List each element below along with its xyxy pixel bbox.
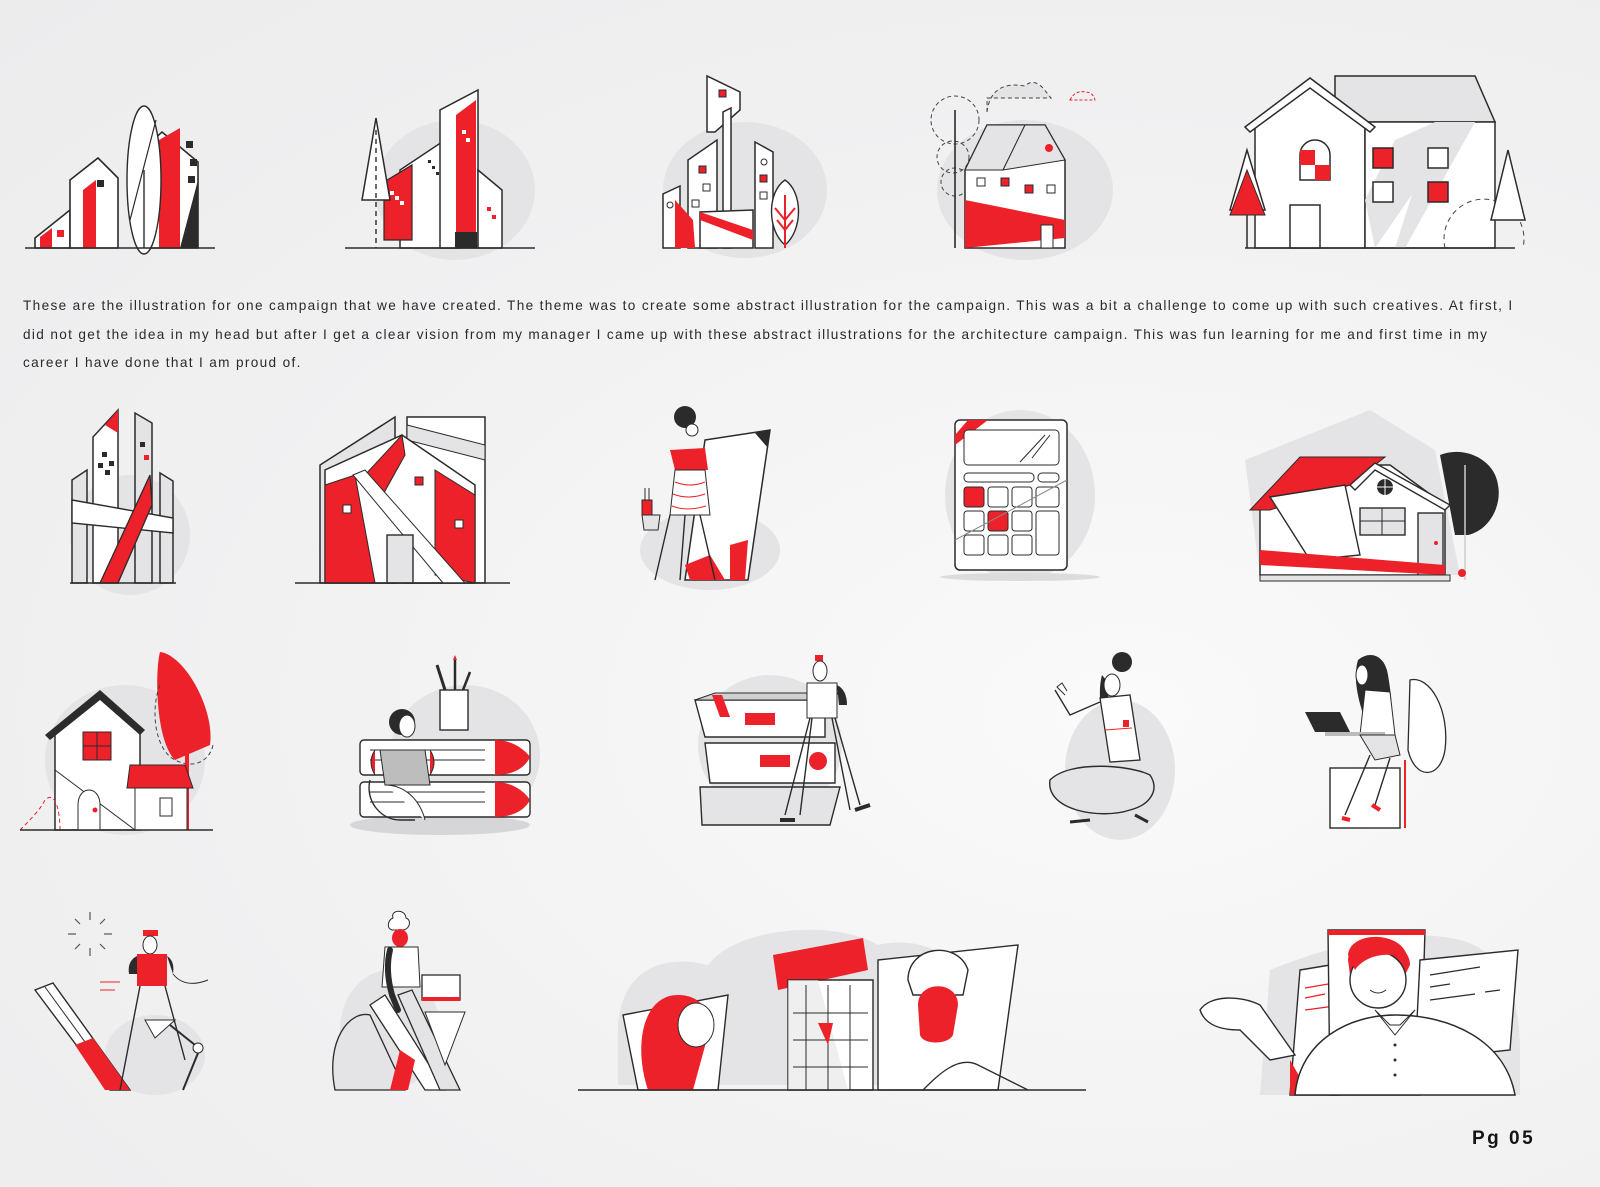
city-skyline-icon <box>25 105 215 255</box>
person-books-icon <box>350 655 540 835</box>
illustration-man-with-lamp <box>33 910 215 1095</box>
illustration-red-gabled-building <box>295 405 515 590</box>
angled-buildings-icon <box>345 88 535 260</box>
chef-monitor-icon <box>332 910 466 1091</box>
page-number: Pg 05 <box>1472 1128 1536 1149</box>
house-red-roof-icon <box>1245 410 1499 582</box>
illustration-cottage-red-tree <box>15 650 215 840</box>
tower-red-band-icon <box>70 408 190 595</box>
man-lamp-icon <box>33 912 209 1095</box>
illustration-man-walking-books <box>690 655 920 840</box>
illustration-person-with-books <box>345 655 555 840</box>
calculator-icon <box>940 410 1100 581</box>
blueprint-team-icon <box>578 929 1086 1091</box>
woman-laptop-icon <box>1305 655 1447 829</box>
illustration-city-skyline <box>20 70 220 255</box>
illustration-two-people-blueprint <box>578 925 1088 1093</box>
illustration-tower-red-band <box>60 405 190 595</box>
woman-canvas-icon <box>640 406 780 590</box>
woman-sitting-icon <box>1049 652 1175 840</box>
campaign-description: These are the illustration for one campa… <box>23 298 1514 370</box>
illustration-two-story-house <box>1225 70 1526 255</box>
illustration-tall-towers <box>655 70 835 258</box>
illustration-angled-buildings <box>340 70 540 260</box>
illustration-calculator <box>920 405 1120 590</box>
illustration-house-red-roof <box>1240 405 1540 590</box>
man-documents-icon <box>1199 929 1520 1096</box>
illustration-man-waving-documents <box>1199 929 1525 1096</box>
illustration-chef-with-monitor <box>330 910 480 1095</box>
illustration-woman-cross-legged <box>1040 650 1180 840</box>
red-gabled-building-icon <box>295 415 510 584</box>
illustration-woman-with-laptop <box>1300 650 1450 840</box>
illustration-woman-with-canvas <box>630 400 800 590</box>
illustration-house-with-clouds <box>925 70 1125 260</box>
tall-towers-icon <box>662 74 827 258</box>
two-story-house-icon <box>1229 75 1526 249</box>
house-clouds-icon <box>930 82 1113 260</box>
cottage-icon <box>19 652 214 835</box>
man-books-icon <box>694 655 871 826</box>
